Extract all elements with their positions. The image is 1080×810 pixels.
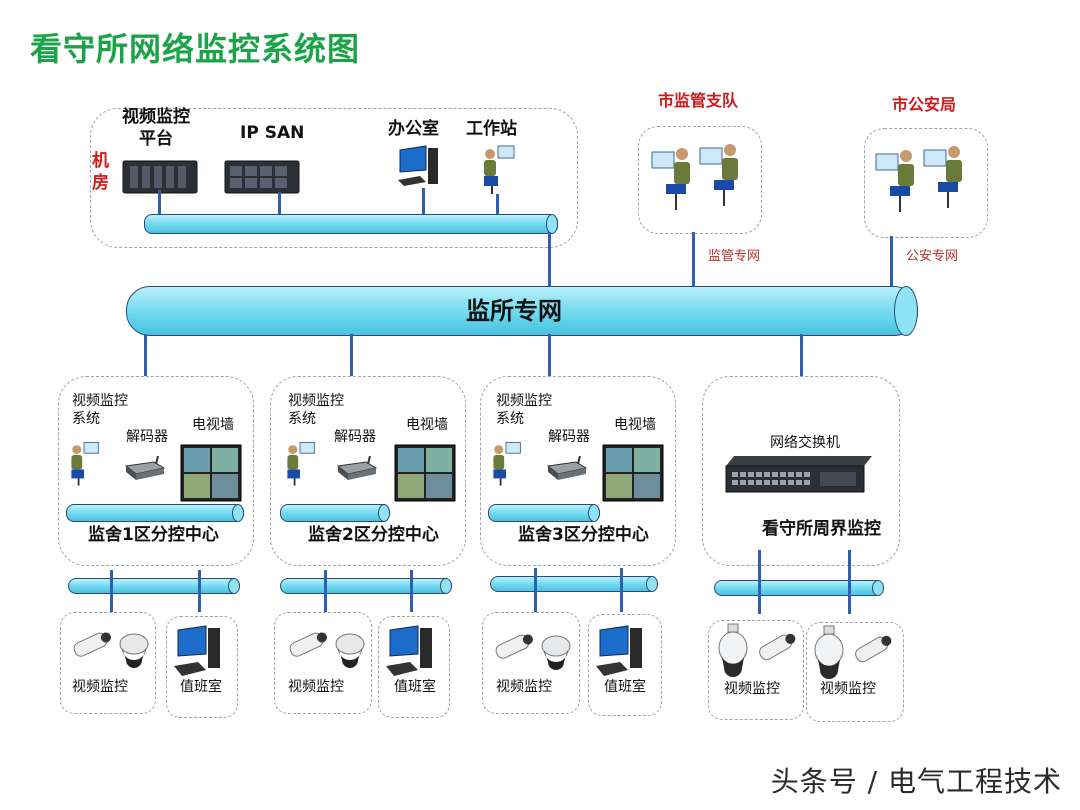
video-platform-label: 视频监控平台 xyxy=(122,107,190,149)
zone-3-access-bus xyxy=(490,576,658,592)
city-police-title: 市公安局 xyxy=(892,95,957,114)
camera-icon xyxy=(73,632,149,668)
backbone-network xyxy=(126,286,918,336)
duty-computer-icon xyxy=(174,625,220,676)
storage-icon xyxy=(224,160,300,194)
city-supervision-region xyxy=(638,126,762,234)
zone-3-camera-label: 视频监控 xyxy=(496,679,552,695)
server-icon xyxy=(122,160,198,194)
link xyxy=(620,568,623,612)
tv-wall-icon xyxy=(394,444,456,502)
zone-2-bus xyxy=(280,504,390,522)
link xyxy=(548,334,551,376)
link xyxy=(278,192,281,214)
zone-3-duty-label: 值班室 xyxy=(604,679,646,695)
link xyxy=(350,334,353,376)
decoder-icon xyxy=(336,456,378,480)
operators-icon xyxy=(875,146,962,212)
city-police-region xyxy=(864,128,988,238)
operator-icon xyxy=(484,145,515,194)
zone-1-access-bus xyxy=(68,578,240,594)
decoder-icon xyxy=(124,456,166,480)
link xyxy=(422,188,425,214)
zone-2-camera-label: 视频监控 xyxy=(288,679,344,695)
zone-1-tvwall-label: 电视墙 xyxy=(192,417,234,433)
link xyxy=(758,550,761,614)
page-title: 看守所网络监控系统图 xyxy=(30,30,361,68)
operator-icon xyxy=(493,441,521,486)
ipsan-label: IP SAN xyxy=(240,123,305,143)
backbone-label: 监所专网 xyxy=(466,297,562,325)
office-label: 办公室 xyxy=(388,119,439,139)
link xyxy=(324,570,327,612)
network-switch-icon xyxy=(725,456,872,493)
zone-1-system-label: 视频监控系统 xyxy=(72,393,128,427)
ptz-camera-icon xyxy=(718,623,796,677)
zone-3-center-label: 监舍3区分控中心 xyxy=(518,525,649,545)
operator-icon xyxy=(71,441,99,486)
camera-icon xyxy=(495,634,571,670)
zone-3-decoder-label: 解码器 xyxy=(548,429,590,445)
watermark: 头条号 / 电气工程技术 xyxy=(770,765,1062,798)
zone-2-system-label: 视频监控系统 xyxy=(288,393,344,427)
zone-1-center-label: 监舍1区分控中心 xyxy=(88,525,219,545)
operator-icon xyxy=(287,441,315,486)
duty-computer-icon xyxy=(386,625,432,676)
zone-2-center-label: 监舍2区分控中心 xyxy=(308,525,439,545)
machine-room-bus xyxy=(144,214,558,234)
zone-3-system-label: 视频监控系统 xyxy=(496,393,552,427)
zone-2-access-bus xyxy=(280,578,452,594)
perimeter-camera-label-1: 视频监控 xyxy=(724,681,780,697)
link xyxy=(410,570,413,612)
link xyxy=(158,190,161,214)
decoder-icon xyxy=(546,456,588,480)
link xyxy=(692,232,695,288)
perimeter-access-bus xyxy=(714,580,884,596)
zone-1-decoder-label: 解码器 xyxy=(126,429,168,445)
zone-1-bus xyxy=(66,504,244,522)
police-network-label: 公安专网 xyxy=(906,249,959,264)
link xyxy=(534,568,537,612)
duty-computer-icon xyxy=(596,625,642,676)
perimeter-center-label: 看守所周界监控 xyxy=(762,519,881,539)
link xyxy=(890,236,893,288)
zone-1-camera-label: 视频监控 xyxy=(72,679,128,695)
tv-wall-icon xyxy=(180,444,242,502)
zone-3-bus xyxy=(488,504,600,522)
link xyxy=(496,194,499,214)
workstation-label: 工作站 xyxy=(466,119,517,139)
perimeter-camera-label-2: 视频监控 xyxy=(820,681,876,697)
city-supervision-title: 市监管支队 xyxy=(658,91,739,110)
link xyxy=(800,334,803,376)
zone-3-tvwall-label: 电视墙 xyxy=(614,417,656,433)
camera-icon xyxy=(289,632,365,668)
zone-1-duty-label: 值班室 xyxy=(180,679,222,695)
link xyxy=(198,570,201,612)
desktop-computer-icon xyxy=(398,145,438,186)
ptz-camera-icon xyxy=(814,625,892,679)
zone-2-decoder-label: 解码器 xyxy=(334,429,376,445)
link xyxy=(144,334,147,376)
operators-icon xyxy=(651,144,738,210)
switch-label: 网络交换机 xyxy=(770,435,840,451)
supervision-network-label: 监管专网 xyxy=(708,249,761,264)
link xyxy=(110,570,113,612)
zone-2-tvwall-label: 电视墙 xyxy=(406,417,448,433)
zone-2-duty-label: 值班室 xyxy=(394,679,436,695)
link xyxy=(848,550,851,614)
tv-wall-icon xyxy=(602,444,664,502)
link xyxy=(548,232,551,288)
machine-room-label: 机房 xyxy=(92,151,109,193)
